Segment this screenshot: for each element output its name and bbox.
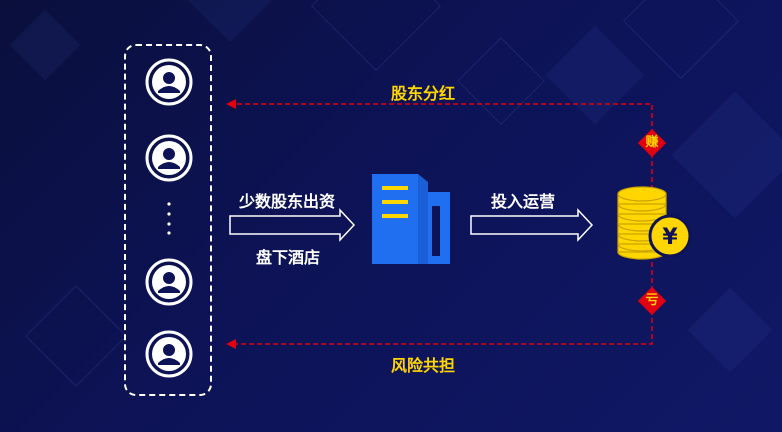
funding-arrow (229, 208, 356, 242)
profit-badge: 赚 (637, 128, 667, 158)
user-avatar-icon (145, 258, 193, 306)
coin-stack-icon: ¥ (617, 186, 692, 260)
operation-arrow (470, 208, 594, 242)
user-avatar-icon (145, 134, 193, 182)
profit-badge-text: 赚 (645, 135, 659, 150)
ellipsis-icon (167, 202, 171, 235)
operation-label: 投入运营 (491, 192, 556, 211)
shareholder-group (124, 44, 212, 396)
user-avatar-icon (145, 58, 193, 106)
currency-symbol: ¥ (662, 225, 678, 250)
loss-badge: 亏 (637, 286, 667, 316)
risk-flow-line (232, 262, 653, 345)
dividend-flow-line (232, 103, 653, 190)
dividend-label: 股东分红 (391, 84, 456, 103)
dividend-arrowhead (226, 99, 236, 109)
hotel-building-icon (372, 174, 450, 264)
loss-badge-text: 亏 (645, 293, 659, 308)
acquire-hotel-label: 盘下酒店 (256, 248, 321, 267)
risk-sharing-label: 风险共担 (391, 356, 456, 375)
user-avatar-icon (145, 330, 193, 378)
risk-arrowhead (226, 339, 236, 349)
funding-label: 少数股东出资 (239, 192, 336, 211)
yen-icon (648, 214, 692, 258)
